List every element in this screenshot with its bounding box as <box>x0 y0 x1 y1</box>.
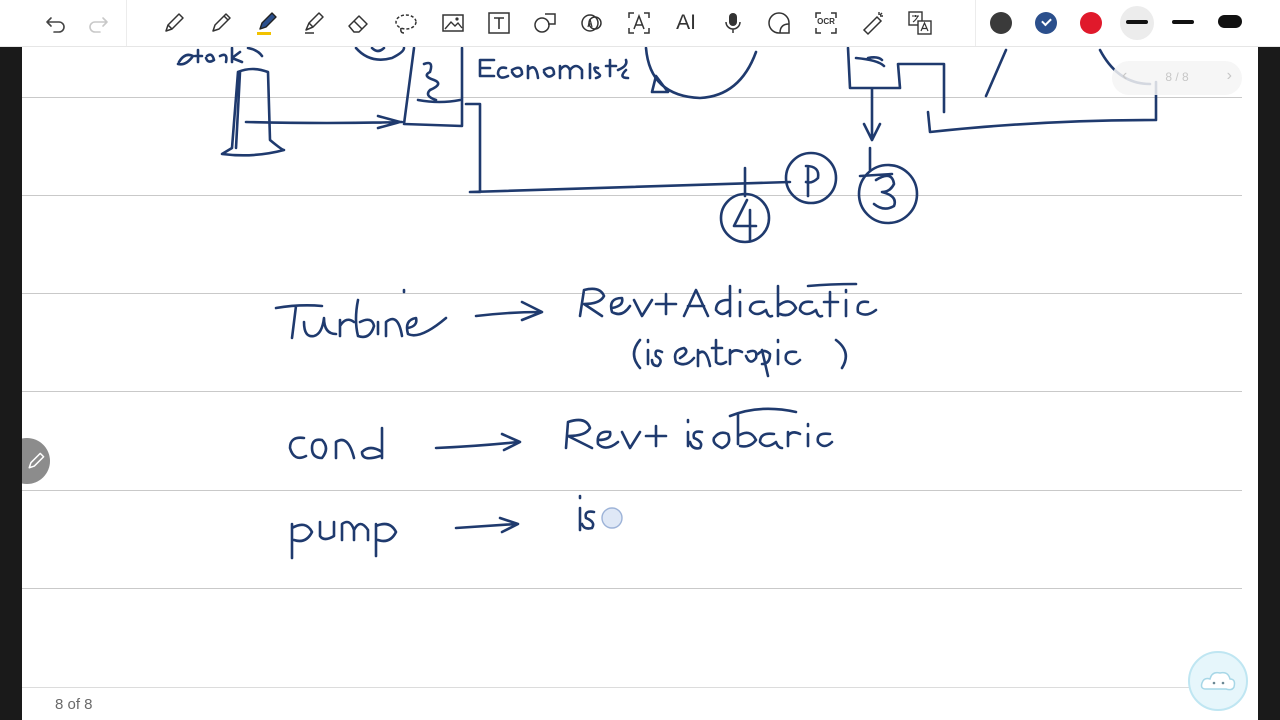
note-page[interactable]: ‹ 8 / 8 › 8 of 8 <box>22 47 1258 720</box>
page-bottom-divider <box>22 687 1242 688</box>
page-navigator-text: 8 / 8 <box>1165 70 1189 84</box>
ocr-tool-label: OCR <box>817 17 835 26</box>
quick-pen-button[interactable] <box>22 438 50 484</box>
translate-icon[interactable] <box>903 6 937 40</box>
ink-condenser <box>846 47 1158 172</box>
laser-pointer-icon[interactable] <box>856 6 890 40</box>
page-counter: 8 of 8 <box>55 696 93 713</box>
eraser-cursor <box>601 507 623 529</box>
ai-tool-icon[interactable]: AI <box>669 6 703 40</box>
pencil-tool-icon[interactable] <box>157 6 191 40</box>
undo-icon[interactable] <box>39 6 73 40</box>
ai-tool-label: AI <box>676 11 696 34</box>
toolbar-divider <box>126 0 127 46</box>
shape-tool-icon[interactable] <box>528 6 562 40</box>
toolbar: AI OCR <box>0 0 1280 47</box>
page-rule-line <box>22 97 1242 98</box>
lasso-tool-icon[interactable] <box>389 6 423 40</box>
ink-arrow <box>434 432 522 452</box>
ocr-tool-icon[interactable]: OCR <box>809 6 843 40</box>
text-tool-icon[interactable] <box>482 6 516 40</box>
marker-tool-icon[interactable] <box>296 6 330 40</box>
page-rule-line <box>22 293 1242 294</box>
ink-arrow <box>454 516 520 534</box>
page-rule-line <box>22 195 1242 196</box>
microphone-icon[interactable] <box>716 6 750 40</box>
color-swatch-dark-gray[interactable] <box>990 12 1012 34</box>
page-rule-line <box>22 490 1242 491</box>
image-tool-icon[interactable] <box>436 6 470 40</box>
chevron-right-icon[interactable]: › <box>1226 67 1232 84</box>
ink-stack-chimney <box>220 67 286 157</box>
ink-circled-number <box>354 47 406 61</box>
ink-boiler-drum <box>644 47 758 100</box>
eraser-tool-icon[interactable] <box>341 6 375 40</box>
color-swatch-blue[interactable] <box>1035 12 1057 34</box>
cloud-icon <box>1200 671 1236 691</box>
highlighter-tool-icon[interactable] <box>250 6 284 40</box>
ink-digit-3 <box>872 174 897 210</box>
page-navigator: ‹ 8 / 8 › <box>1112 61 1242 95</box>
color-swatch-red[interactable] <box>1080 12 1102 34</box>
ink-stack-label <box>176 47 264 66</box>
ink-turbine-label <box>274 288 448 340</box>
redo-icon <box>81 6 115 40</box>
sticker-tool-icon[interactable] <box>762 6 796 40</box>
pen-tool-icon[interactable] <box>204 6 238 40</box>
assistant-bubble[interactable] <box>1188 651 1248 711</box>
ink-circled-3 <box>857 163 919 225</box>
ink-is-partial <box>578 494 614 532</box>
ink-digit-4 <box>732 166 758 242</box>
ink-cond-label <box>288 426 384 460</box>
ink-economiser-label <box>478 58 630 80</box>
ink-rev-isobaric <box>564 407 834 450</box>
handwriting-ink <box>176 47 1158 560</box>
page-rule-line <box>22 391 1242 392</box>
ink-pump-label <box>290 520 398 560</box>
stroke-width-thin[interactable] <box>1172 20 1194 24</box>
stroke-width-medium[interactable] <box>1126 20 1148 24</box>
pencil-icon <box>28 452 45 469</box>
ink-arrow <box>474 300 544 322</box>
ink-rev-adiabatic <box>578 282 878 318</box>
ink-economiser-box <box>402 47 464 128</box>
stroke-width-thick[interactable] <box>1218 15 1242 28</box>
ink-circled-4 <box>719 192 771 244</box>
ink-to-text-icon[interactable] <box>575 6 609 40</box>
ink-flue-line <box>244 114 404 130</box>
ink-pump-letter <box>804 164 820 198</box>
ink-feedwater-line <box>464 102 894 194</box>
toolbar-divider <box>975 0 976 46</box>
recognize-text-icon[interactable] <box>622 6 656 40</box>
chevron-left-icon[interactable]: ‹ <box>1122 67 1128 84</box>
ink-isentropic <box>632 338 848 378</box>
page-rule-line <box>22 588 1242 589</box>
